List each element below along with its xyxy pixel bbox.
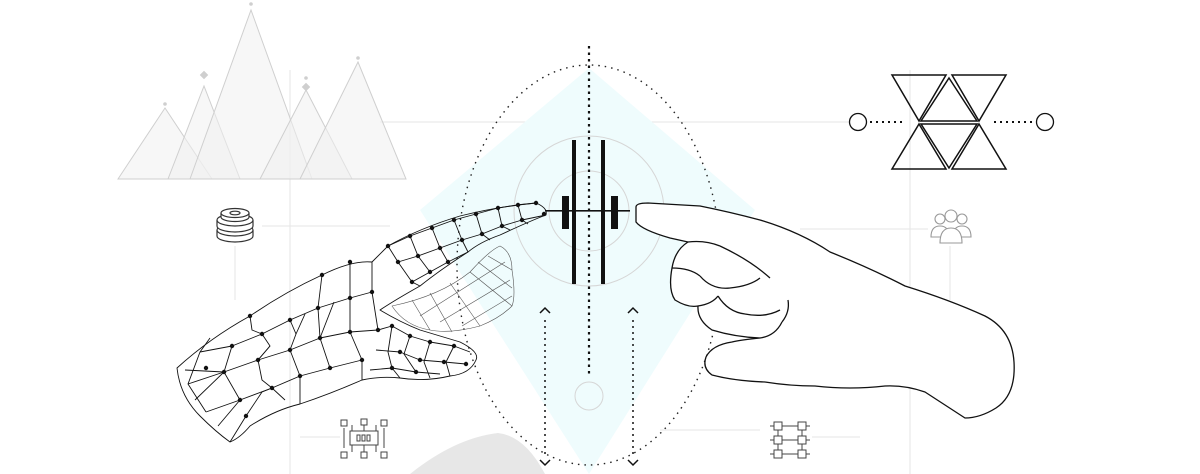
mountain-peak-markers [163,2,360,106]
mountain-peaks-chart [117,8,407,180]
up-down-arrows [539,306,639,467]
triangle-pattern-logo [890,74,1008,170]
grey-mound [410,433,545,474]
database-stack-icon [216,207,254,243]
triangle-logo-connectors [848,112,1055,132]
robot-hand-back-fingers [391,245,515,333]
glow-diamond [420,68,755,474]
circuit-chip-icon [340,418,388,459]
robot-hand-joints [203,200,547,419]
human-hand [635,202,1015,419]
network-blocks-icon [770,421,810,459]
users-group-icon [930,209,972,244]
equalizer-symbol [545,140,630,284]
